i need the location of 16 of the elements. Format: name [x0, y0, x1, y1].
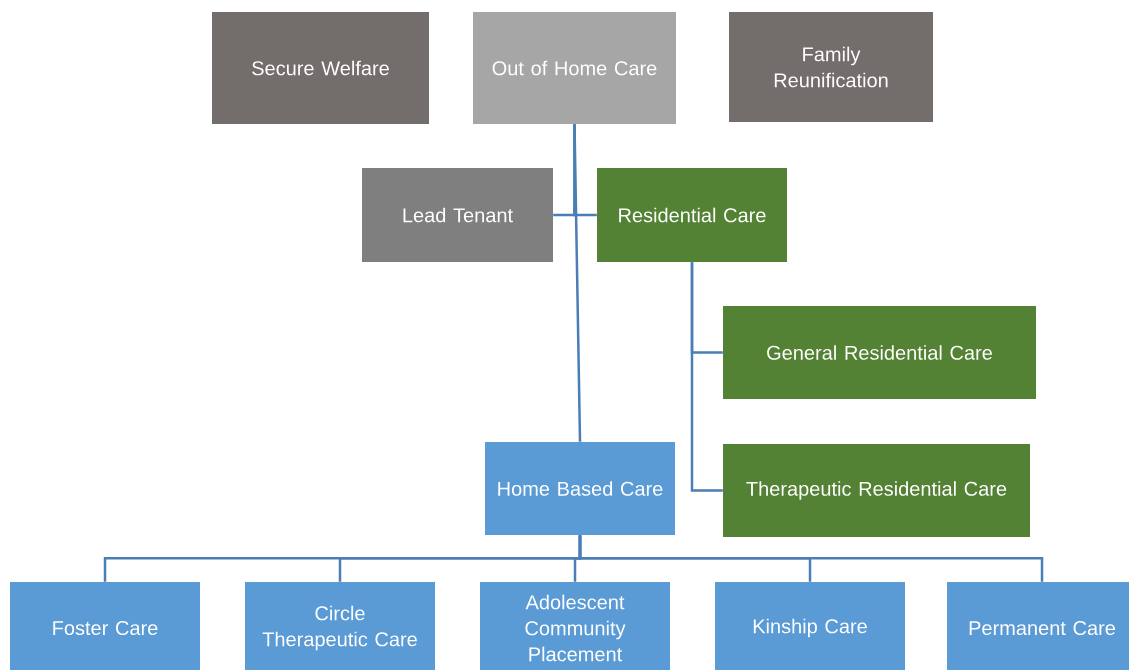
- category-box: Kinship Care: [715, 582, 905, 670]
- category-box: Secure Welfare: [212, 12, 429, 124]
- category-box: Foster Care: [10, 582, 200, 670]
- category-box: Lead Tenant: [362, 168, 553, 262]
- category-box: General Residential Care: [723, 306, 1036, 399]
- connector-line: [690, 262, 723, 492]
- category-box: Circle Therapeutic Care: [245, 582, 435, 670]
- category-box: Home Based Care: [485, 442, 675, 535]
- category-box: Out of Home Care: [473, 12, 676, 124]
- category-box: Therapeutic Residential Care: [723, 444, 1030, 537]
- category-box: Residential Care: [597, 168, 787, 262]
- connector-line: [578, 535, 1044, 582]
- connector-line: [573, 124, 582, 442]
- category-box: Adolescent Community Placement: [480, 582, 670, 670]
- category-box: Family Reunification: [729, 12, 933, 122]
- category-box: Permanent Care: [947, 582, 1129, 670]
